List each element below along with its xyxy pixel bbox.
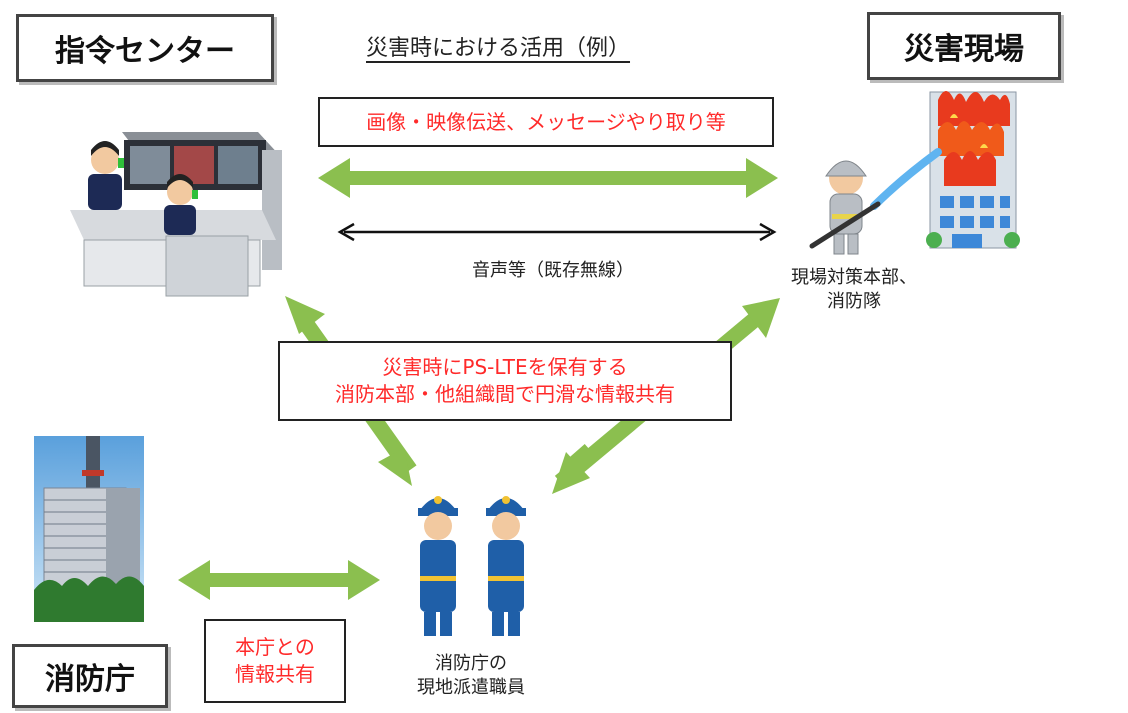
field-staff-illustration [418,496,526,636]
hq-share-box: 本庁との 情報共有 [204,619,346,703]
fdma-box: 消防庁 [12,644,168,708]
disaster-site-illustration [809,91,1020,255]
command-center-box: 指令センター [16,14,274,82]
pslte-line-1: 災害時にPS-LTEを保有する [382,355,628,379]
field-staff-line-2: 現地派遣職員 [417,677,525,699]
pslte-line-2: 消防本部・他組織間で円滑な情報共有 [335,382,675,406]
pslte-info-box: 災害時にPS-LTEを保有する 消防本部・他組織間で円滑な情報共有 [278,341,732,421]
command-to-staff-arrow [378,448,412,486]
image-video-label: 画像・映像伝送、メッセージやり取り等 [366,109,726,134]
hq-share-line-2: 情報共有 [235,662,315,686]
disaster-site-box: 災害現場 [867,12,1061,80]
field-staff-line-1: 消防庁の [435,653,507,674]
image-video-arrow [318,158,778,198]
site-to-staff-arrow [552,443,596,494]
field-staff-label: 消防庁の 現地派遣職員 [386,652,556,701]
diagram-title: 災害時における活用（例） [366,36,631,61]
image-video-label-box: 画像・映像伝送、メッセージやり取り等 [318,97,774,147]
command-center-illustration [70,132,282,297]
voice-arrow [337,222,777,242]
field-hq-label: 現場対策本部、 消防隊 [754,266,954,315]
voice-label: 音声等（既存無線） [472,260,634,281]
fdma-staff-arrow [178,560,380,600]
field-hq-line-2: 消防隊 [827,291,881,313]
fdma-building-illustration [34,436,144,622]
hq-share-line-1: 本庁との [235,635,315,659]
field-hq-line-1: 現場対策本部、 [791,267,917,288]
